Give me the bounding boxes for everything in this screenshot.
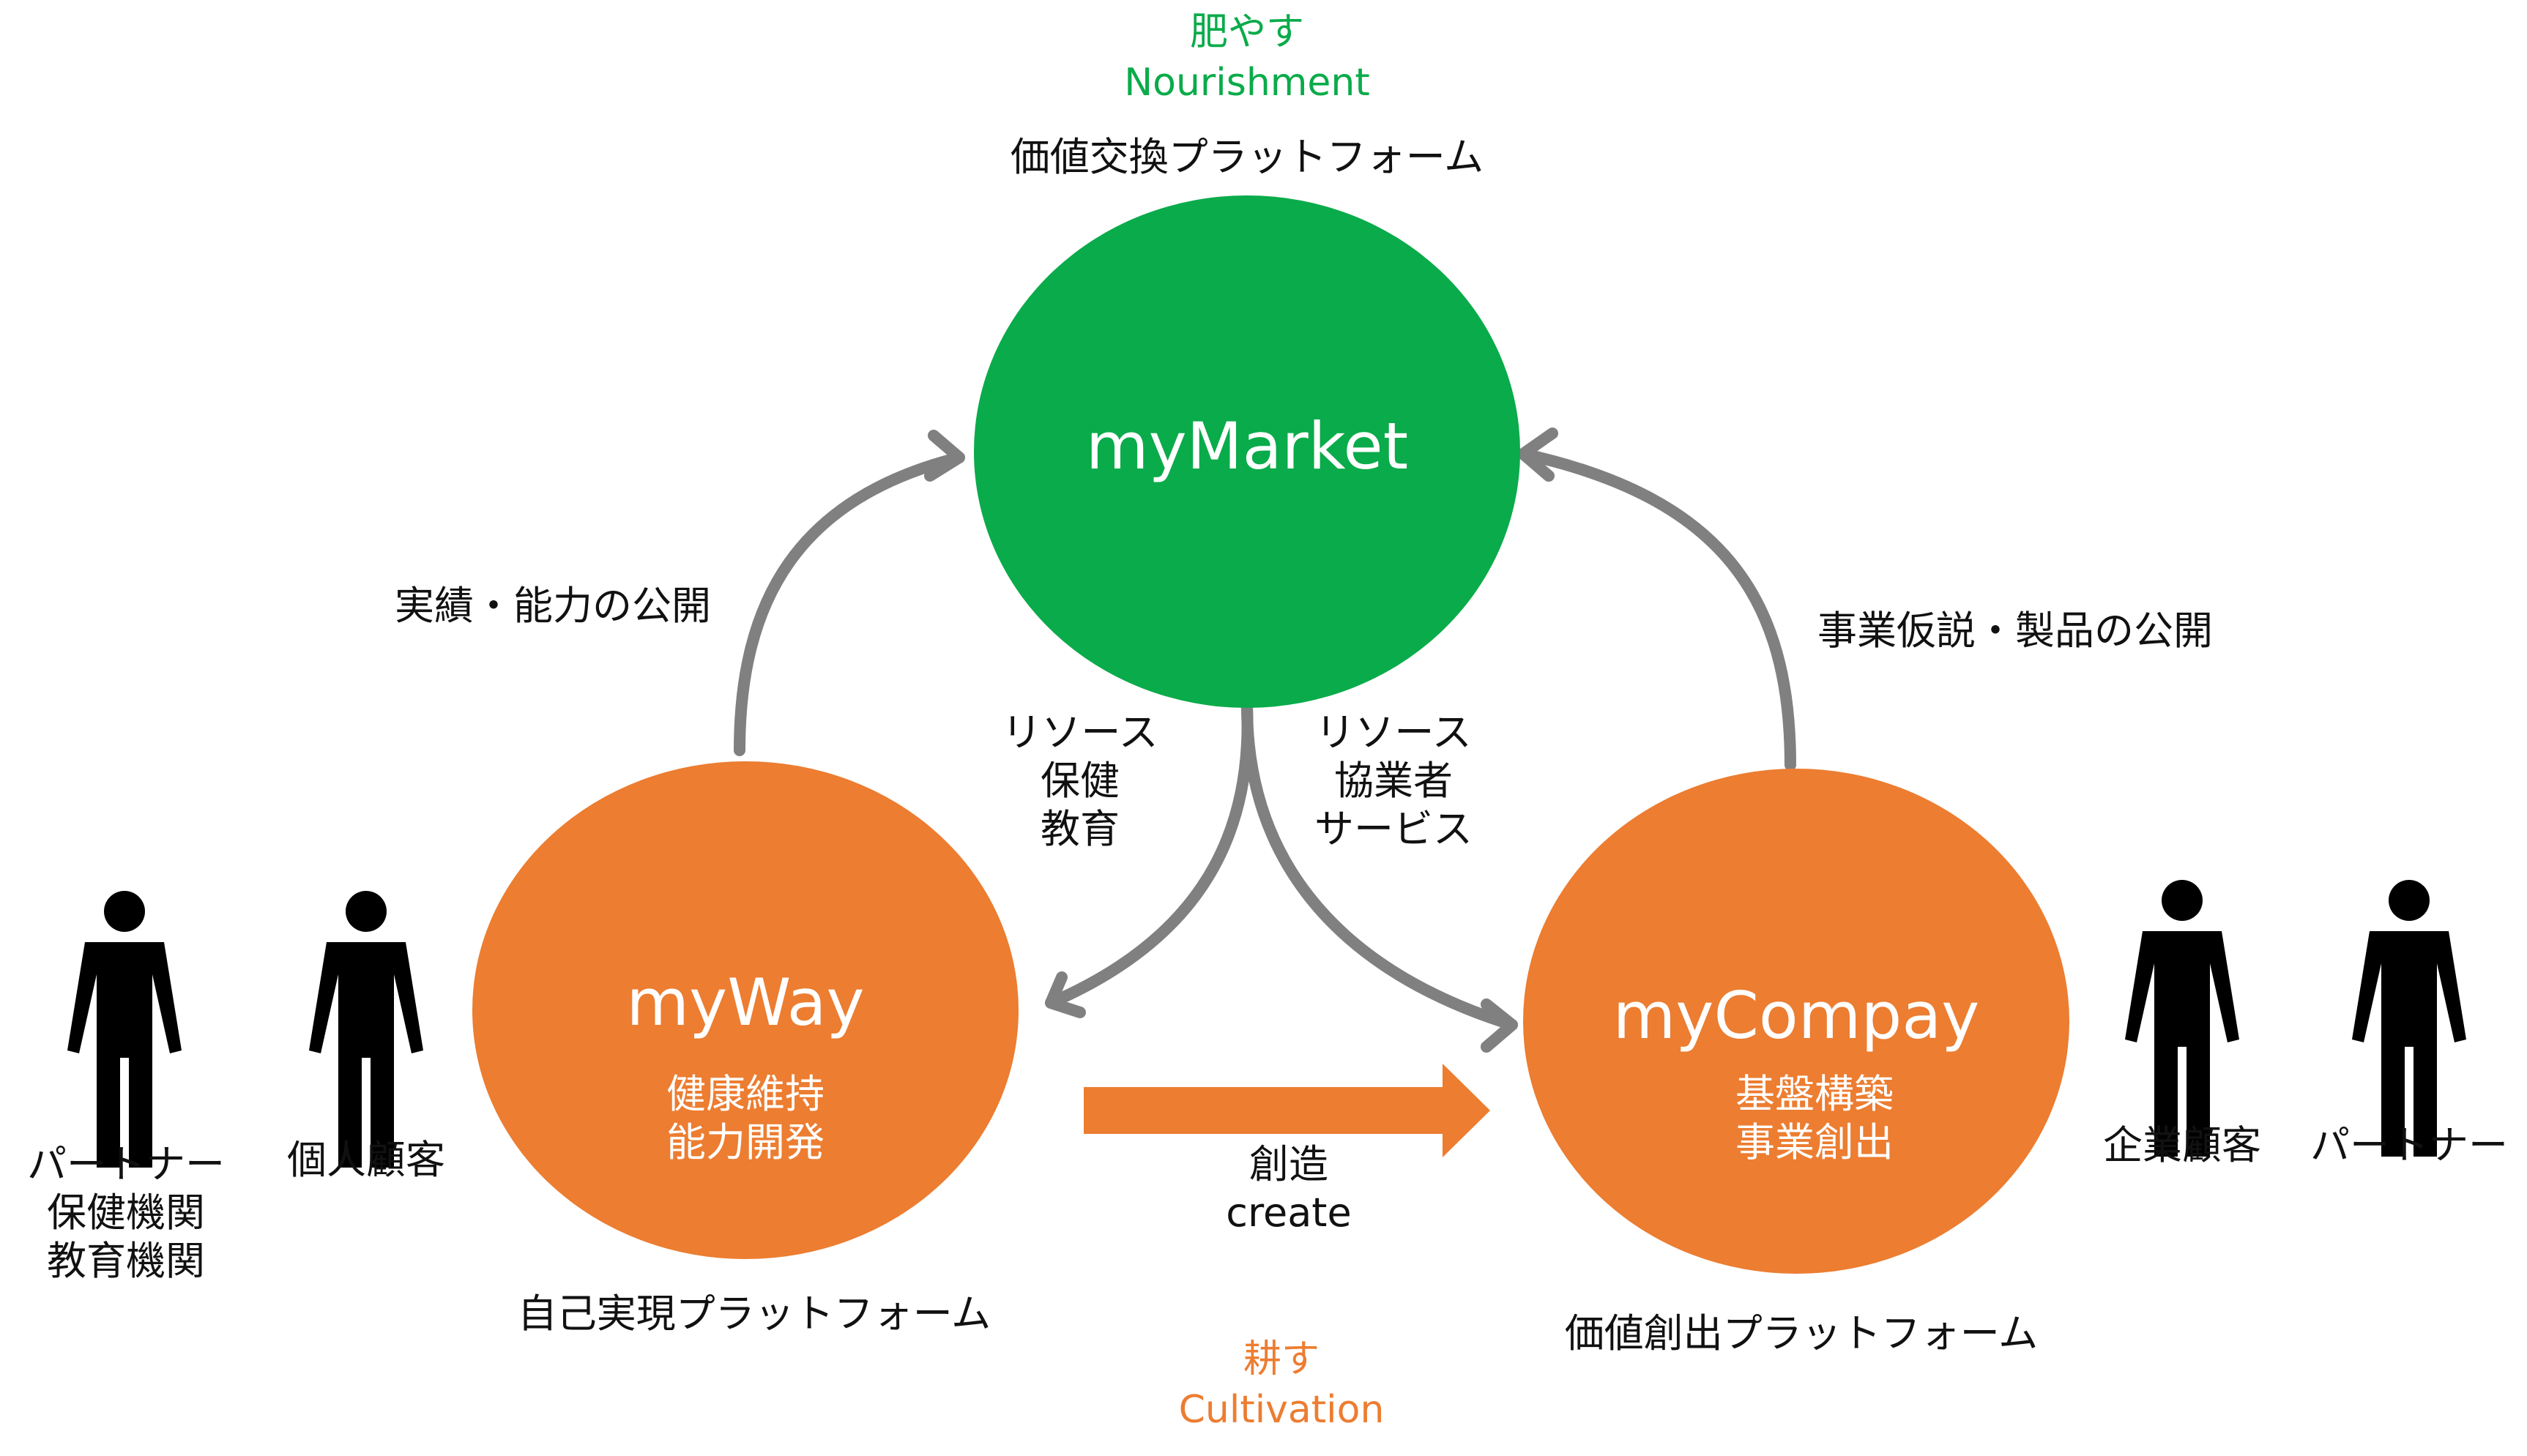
market-to-company-line: サービス [1314,806,1473,852]
market-to-company-line: リソース [1315,709,1472,755]
way-to-market-label: 実績・能力の公開 [395,583,711,629]
arrow-way-to-market-head [924,430,965,482]
company-to-market-label: 事業仮説・製品の公開 [1817,608,2213,654]
arrow-market-to-company [1241,701,1518,1031]
create-label-jp: 創造 [1248,1141,1328,1187]
left-outer-label-line: 教育機関 [47,1238,205,1284]
mycompany-sub-line: 基盤構築 [1735,1071,1894,1117]
mymarket-title: myMarket [1085,408,1409,484]
arrow-company-to-market [1517,448,1796,771]
arrow-market-to-way-head [1045,971,1086,1018]
myway-sub-line: 能力開発 [666,1119,825,1165]
market-to-way-line: 教育 [1041,806,1120,852]
left-outer-person-label: パートナー 保健機関 教育機関 [27,1140,225,1285]
mycompany-subtitle: 基盤構築 事業創出 [1735,1070,1894,1167]
right-inner-person-label: 企業顧客 [2103,1122,2261,1168]
myway-title: myWay [626,965,865,1040]
arrow-company-to-market-head [1517,428,1558,482]
market-to-way-line: 保健 [1041,758,1120,804]
myway-subtitle: 健康維持 能力開発 [666,1070,825,1167]
person-icon-left-inner [309,891,423,1168]
mycompany-circle [1523,769,2069,1274]
person-icon-left-outer [67,891,182,1168]
myway-sub-line: 健康維持 [666,1071,825,1117]
market-to-way-label: リソース 保健 教育 [1002,709,1158,854]
person-icon-right-outer [2352,880,2466,1157]
arrow-market-to-company-head [1481,998,1518,1053]
market-to-company-line: 協業者 [1334,758,1453,804]
left-outer-label-line: パートナー [27,1141,225,1187]
mymarket-circle [974,195,1520,708]
left-outer-label-line: 保健機関 [47,1190,205,1236]
mycompany-title: myCompay [1612,978,1980,1053]
bottom-heading-jp: 耕す [1243,1337,1320,1381]
market-to-way-line: リソース [1002,709,1158,755]
arrow-way-to-market [734,452,965,756]
market-platform-label: 価値交換プラットフォーム [1010,134,1484,180]
way-platform-label: 自己実現プラットフォーム [517,1291,991,1337]
create-arrow-label: 創造 create [1226,1140,1351,1237]
person-icon-right-inner [2125,880,2239,1157]
top-heading-jp: 肥やす [1189,10,1305,54]
bottom-heading-en: Cultivation [1178,1388,1385,1432]
company-platform-label: 価値創出プラットフォーム [1564,1310,2039,1356]
mycompany-sub-line: 事業創出 [1735,1119,1894,1165]
create-arrow [1084,1064,1490,1157]
market-to-company-label: リソース 協業者 サービス [1314,709,1473,854]
right-outer-person-label: パートナー [2310,1122,2508,1168]
arrow-market-to-way [1045,701,1254,1009]
myway-circle [472,761,1019,1259]
left-inner-person-label: 個人顧客 [287,1137,445,1183]
create-label-en: create [1226,1190,1352,1236]
top-heading-en: Nourishment [1124,61,1370,105]
